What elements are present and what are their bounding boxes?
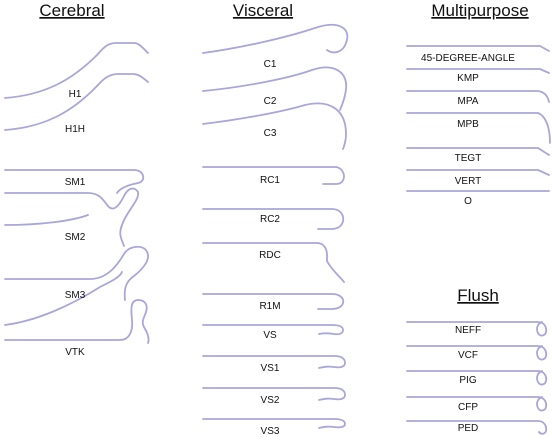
catheter-curve-rc2 xyxy=(202,208,345,230)
catheter-label-c1: C1 xyxy=(264,59,277,70)
catheter-curve-neff xyxy=(406,321,548,337)
catheter-curve-m45 xyxy=(406,45,550,52)
catheter-label-sm1: SM1 xyxy=(65,177,86,188)
catheter-curve-c1 xyxy=(202,23,349,54)
catheter-curve-sm2-1 xyxy=(4,214,89,226)
catheter-curve-vs1 xyxy=(202,355,346,369)
catheter-curve-mpa xyxy=(406,90,550,103)
catheter-curve-kmp xyxy=(406,68,550,74)
catheter-label-cfp: CFP xyxy=(458,402,478,413)
catheter-label-pig: PIG xyxy=(459,375,476,386)
catheter-label-c3: C3 xyxy=(264,128,277,139)
catheter-curve-tegt xyxy=(406,147,550,156)
catheter-label-vert: VERT xyxy=(455,176,482,187)
catheter-curve-cfp xyxy=(406,396,548,412)
catheter-label-h1: H1 xyxy=(69,89,82,100)
catheter-label-vs: VS xyxy=(263,330,277,341)
catheter-label-vs1: VS1 xyxy=(261,363,280,374)
cerebral-heading: Cerebral xyxy=(39,1,104,20)
catheter-label-sm2: SM2 xyxy=(65,232,86,243)
catheter-curve-rdc xyxy=(202,242,345,283)
catheter-label-o: O xyxy=(464,196,472,207)
catheter-curve-sm2 xyxy=(4,187,139,247)
catheter-label-m45: 45-DEGREE-ANGLE xyxy=(421,53,515,64)
catheter-label-rc1: RC1 xyxy=(260,175,280,186)
multipurpose-heading: Multipurpose xyxy=(431,1,528,20)
catheter-label-ped: PED xyxy=(458,423,479,434)
catheter-label-r1m: R1M xyxy=(259,301,280,312)
catheter-curve-vs xyxy=(202,324,344,336)
catheter-label-vs3: VS3 xyxy=(261,426,280,437)
catheter-curve-vs2 xyxy=(202,387,346,401)
catheter-curve-h1 xyxy=(4,42,149,99)
catheter-label-rc2: RC2 xyxy=(260,214,280,225)
catheter-curve-rc1 xyxy=(202,166,345,185)
catheter-label-mpa: MPA xyxy=(458,96,479,107)
catheter-curve-sm3-1 xyxy=(4,271,123,326)
catheter-curves xyxy=(4,23,551,435)
catheter-curve-c3 xyxy=(202,102,347,150)
catheter-curve-vcf xyxy=(406,345,548,361)
catheter-label-sm3: SM3 xyxy=(65,290,86,301)
catheter-curve-vs3 xyxy=(202,418,346,429)
catheter-curve-h1h xyxy=(4,73,149,131)
catheter-curve-pig xyxy=(406,370,548,386)
catheter-label-tegt: TEGT xyxy=(455,153,482,164)
catheter-label-vtk: VTK xyxy=(65,347,85,358)
catheter-curve-ped xyxy=(406,420,548,435)
catheter-label-vcf: VCF xyxy=(458,350,478,361)
catheter-label-c2: C2 xyxy=(264,96,277,107)
catheter-label-mpb: MPB xyxy=(457,119,479,130)
flush-heading: Flush xyxy=(457,286,499,305)
catheter-label-neff: NEFF xyxy=(455,325,481,336)
catheter-label-kmp: KMP xyxy=(457,73,479,84)
catheter-curve-sm1 xyxy=(4,169,145,194)
catheter-curve-r1m xyxy=(202,293,345,310)
catheter-curve-c2 xyxy=(202,66,347,111)
catheter-curve-mpb xyxy=(406,112,551,144)
catheter-curve-vtk xyxy=(4,299,150,344)
catheter-curve-sm3 xyxy=(4,245,149,301)
visceral-heading: Visceral xyxy=(233,1,293,20)
catheter-label-rdc: RDC xyxy=(259,250,281,261)
catheter-curve-vert xyxy=(406,169,550,176)
catheter-label-h1h: H1H xyxy=(65,124,85,135)
catheter-label-vs2: VS2 xyxy=(261,395,280,406)
